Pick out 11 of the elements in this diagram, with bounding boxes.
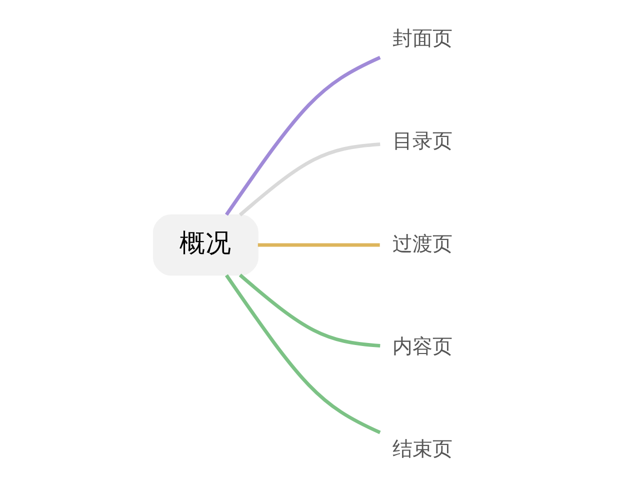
- connector: [224, 56, 381, 216]
- connector: [238, 142, 380, 216]
- node-box: 概况: [152, 214, 258, 276]
- node-text: 目录页: [392, 128, 452, 153]
- connector: [224, 274, 381, 434]
- node-text: 内容页: [392, 334, 452, 358]
- connector: [238, 274, 380, 348]
- node-text: 封面页: [392, 26, 452, 50]
- connector: [258, 243, 380, 247]
- node-text: 过渡页: [392, 231, 452, 256]
- node-text: 结束页: [392, 436, 452, 460]
